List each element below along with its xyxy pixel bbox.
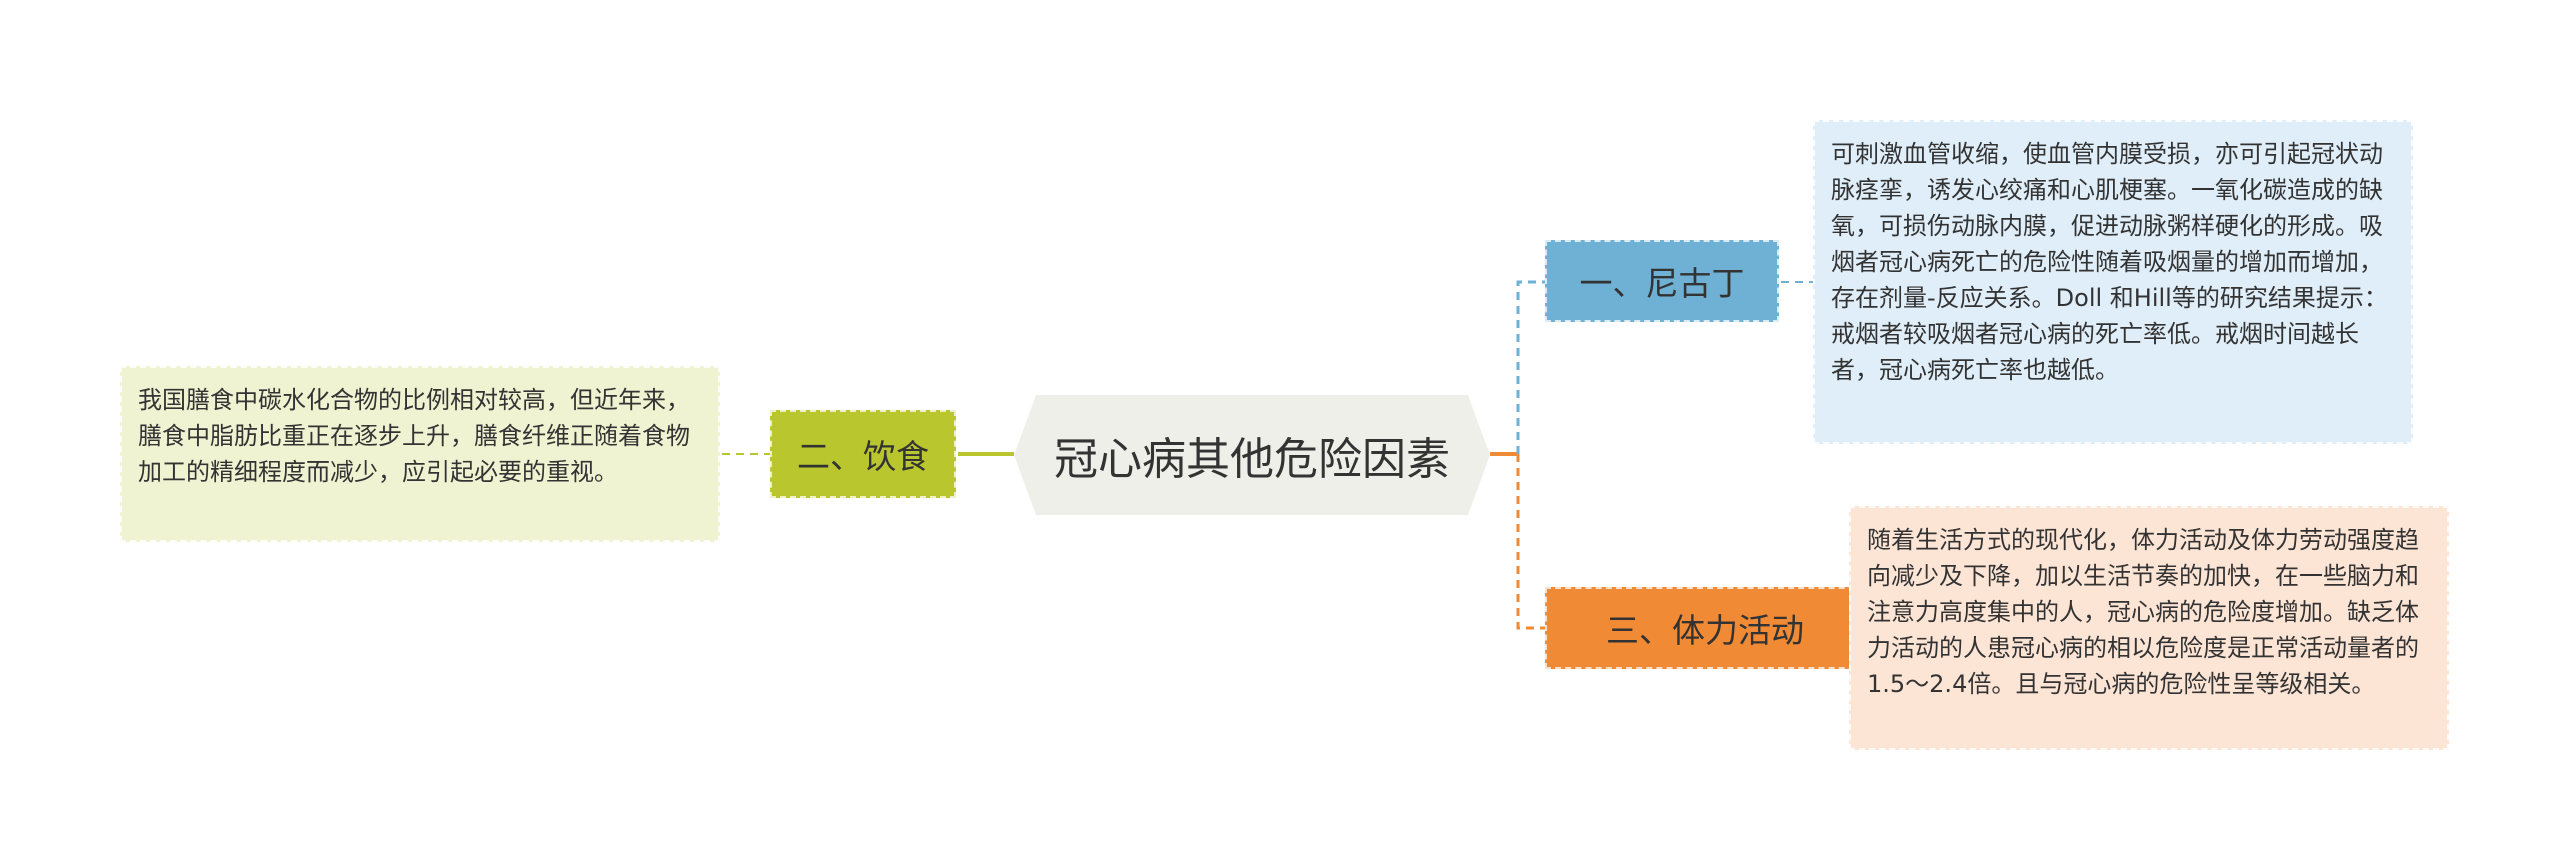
link-trunk-activity xyxy=(1516,454,1545,630)
branch-activity[interactable]: 三、体力活动 xyxy=(1545,587,1865,669)
note-activity: 随着生活方式的现代化，体力活动及体力劳动强度趋向减少及下降，加以生活节奏的加快，… xyxy=(1849,506,2449,750)
central-topic[interactable]: 冠心病其他危险因素 xyxy=(1014,395,1490,515)
note-nicotine: 可刺激血管收缩，使血管内膜受损，亦可引起冠状动脉痉挛，诱发心绞痛和心肌梗塞。一氧… xyxy=(1813,120,2413,444)
central-topic-shape xyxy=(1014,395,1490,515)
link-trunk-nicotine xyxy=(1516,280,1545,454)
note-diet: 我国膳食中碳水化合物的比例相对较高，但近年来，膳食中脂肪比重正在逐步上升，膳食纤… xyxy=(120,366,720,542)
branch-nicotine[interactable]: 一、尼古丁 xyxy=(1545,240,1779,322)
central-topic-label: 冠心病其他危险因素 xyxy=(1054,434,1450,485)
branch-diet[interactable]: 二、饮食 xyxy=(770,410,956,498)
